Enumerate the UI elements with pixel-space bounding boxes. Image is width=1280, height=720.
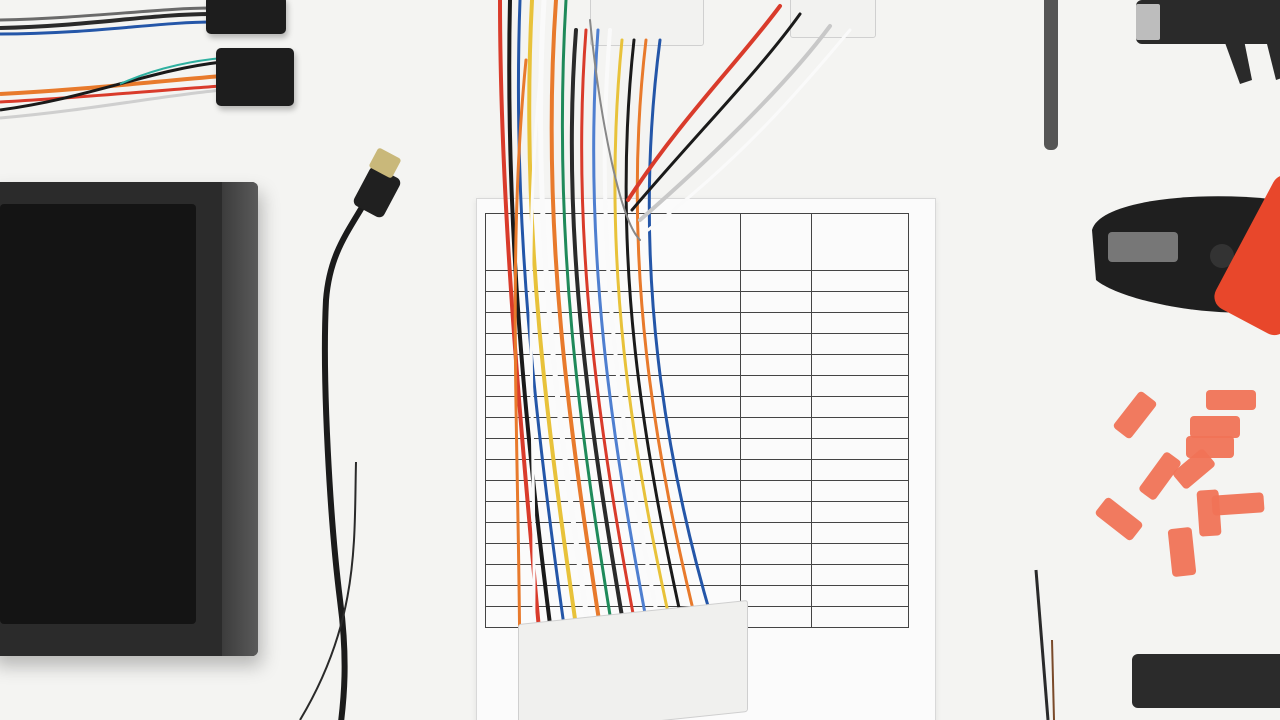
white-harness-connector <box>790 0 876 38</box>
head-unit-side <box>222 182 258 656</box>
black-connector-plug <box>216 48 294 106</box>
heat-shrink-connector <box>1206 390 1256 410</box>
heat-shrink-connector <box>1167 526 1197 578</box>
wiring-table <box>485 213 909 628</box>
black-connector-plug <box>206 0 286 34</box>
head-unit-face <box>0 204 196 624</box>
heat-shrink-connector <box>1211 492 1265 516</box>
car-stereo-head-unit <box>0 182 258 656</box>
heat-shrink-connector <box>1190 416 1240 438</box>
